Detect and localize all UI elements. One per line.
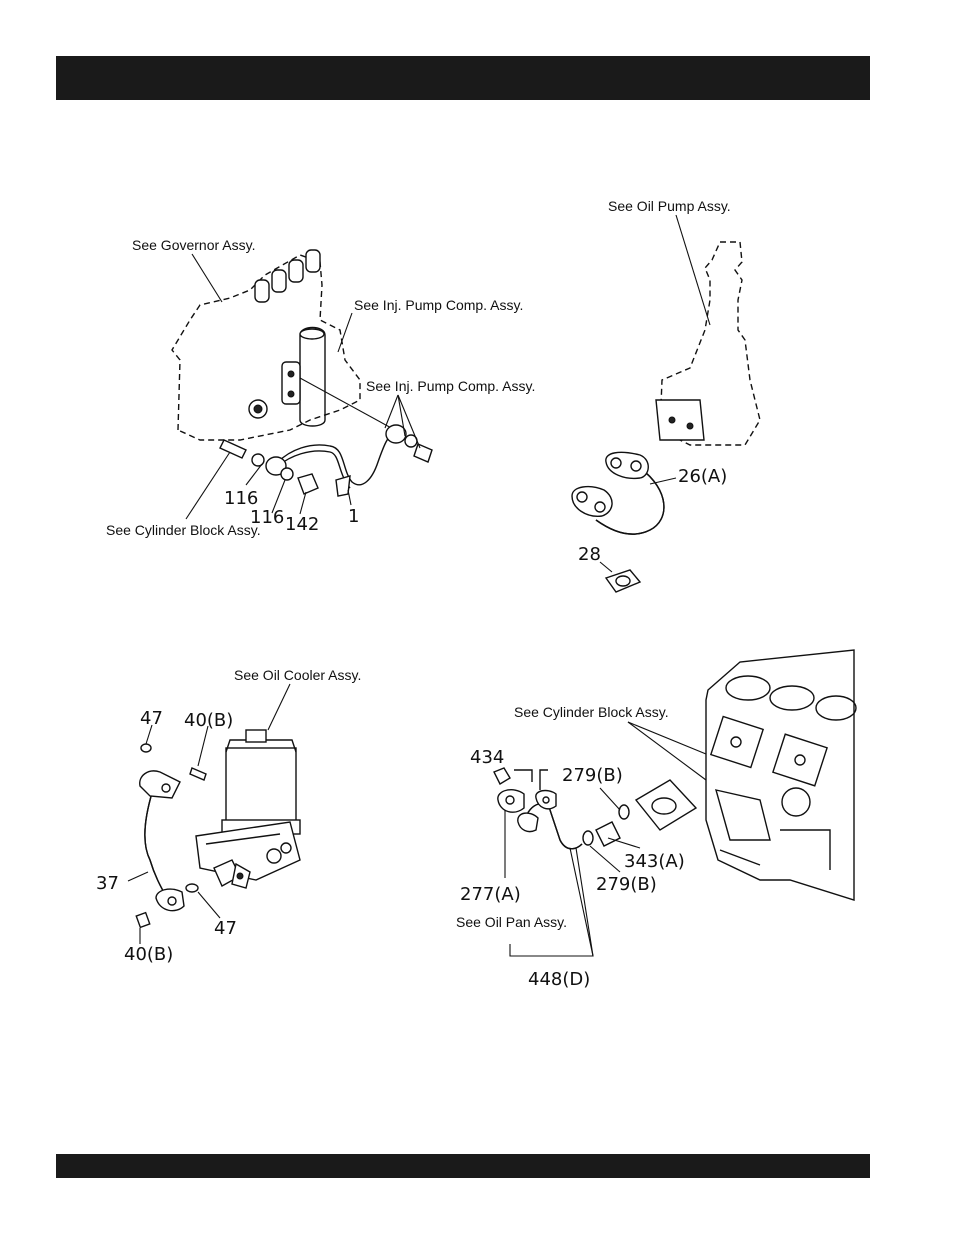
part-116-a: 116 [224,488,258,509]
note-oil-pump: See Oil Pump Assy. [608,198,731,214]
note-cylinder-block-2: See Cylinder Block Assy. [514,704,669,720]
note-oil-cooler: See Oil Cooler Assy. [234,667,361,683]
part-47-a: 47 [140,708,163,729]
oil-pump-illustration [572,242,760,592]
part-142: 142 [285,514,319,535]
part-279b-a: 279(B) [562,765,623,786]
note-inj-pump-1: See Inj. Pump Comp. Assy. [354,297,523,313]
part-37: 37 [96,873,119,894]
note-inj-pump-2: See Inj. Pump Comp. Assy. [366,378,535,394]
part-1: 1 [348,506,359,527]
note-governor: See Governor Assy. [132,237,255,253]
part-434: 434 [470,747,504,768]
part-448d: 448(D) [528,969,590,990]
note-cylinder-block-1: See Cylinder Block Assy. [106,522,261,538]
part-28: 28 [578,544,601,565]
part-26a: 26(A) [678,466,727,487]
part-277a: 277(A) [460,884,521,905]
part-40b-b: 40(B) [124,944,173,965]
note-oil-pan: See Oil Pan Assy. [456,914,567,930]
part-47-b: 47 [214,918,237,939]
oil-cooler-illustration [136,730,300,927]
injection-pump-illustration [172,250,432,496]
part-40b-a: 40(B) [184,710,233,731]
part-343a: 343(A) [624,851,685,872]
part-279b-b: 279(B) [596,874,657,895]
part-116-b: 116 [250,507,284,528]
